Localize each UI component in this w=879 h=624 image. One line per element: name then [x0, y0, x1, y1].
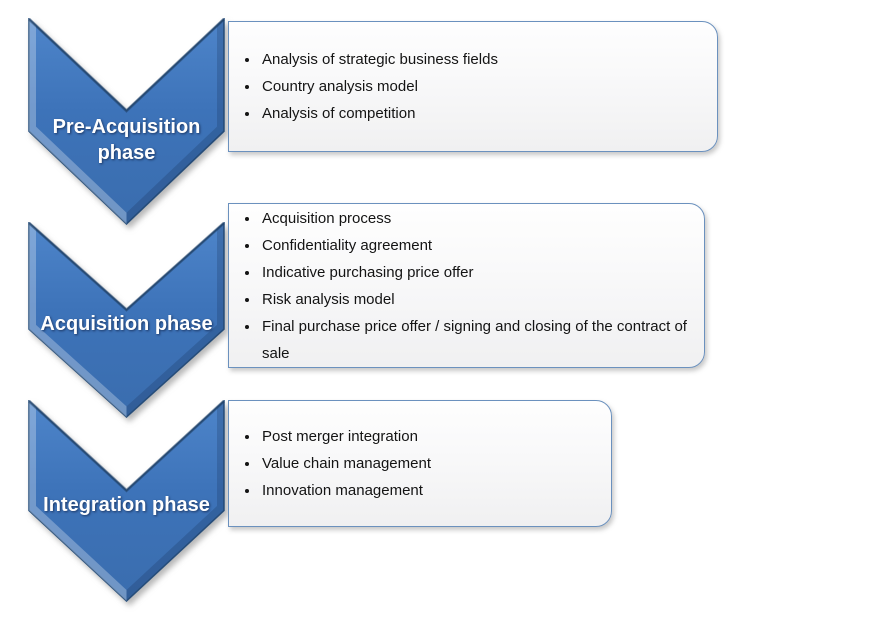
detail-box-integration: Post merger integration Value chain mana… [228, 400, 612, 527]
bullet-item: Risk analysis model [260, 286, 694, 313]
bullet-item: Analysis of strategic business fields [260, 46, 498, 73]
bullet-list-acquisition: Acquisition process Confidentiality agre… [229, 205, 704, 367]
bullet-item: Acquisition process [260, 205, 694, 232]
chevron-arrow-icon [28, 222, 225, 418]
bullet-list-integration: Post merger integration Value chain mana… [229, 423, 441, 504]
chevron-arrow-icon [28, 18, 225, 225]
chevron-arrow-icon [28, 400, 225, 602]
chevron-shape-pre-acquisition: Pre-Acquisition phase [28, 18, 225, 225]
bullet-item: Innovation management [260, 477, 431, 504]
bullet-item: Value chain management [260, 450, 431, 477]
detail-box-acquisition: Acquisition process Confidentiality agre… [228, 203, 705, 368]
bullet-list-pre-acquisition: Analysis of strategic business fields Co… [229, 46, 508, 127]
detail-box-pre-acquisition: Analysis of strategic business fields Co… [228, 21, 718, 152]
bullet-item: Confidentiality agreement [260, 232, 694, 259]
bullet-item: Country analysis model [260, 73, 498, 100]
chevron-shape-acquisition: Acquisition phase [28, 222, 225, 418]
bullet-item: Analysis of competition [260, 100, 498, 127]
chevron-shape-integration: Integration phase [28, 400, 225, 602]
bullet-item: Indicative purchasing price offer [260, 259, 694, 286]
bullet-item: Final purchase price offer / signing and… [260, 313, 694, 367]
bullet-item: Post merger integration [260, 423, 431, 450]
